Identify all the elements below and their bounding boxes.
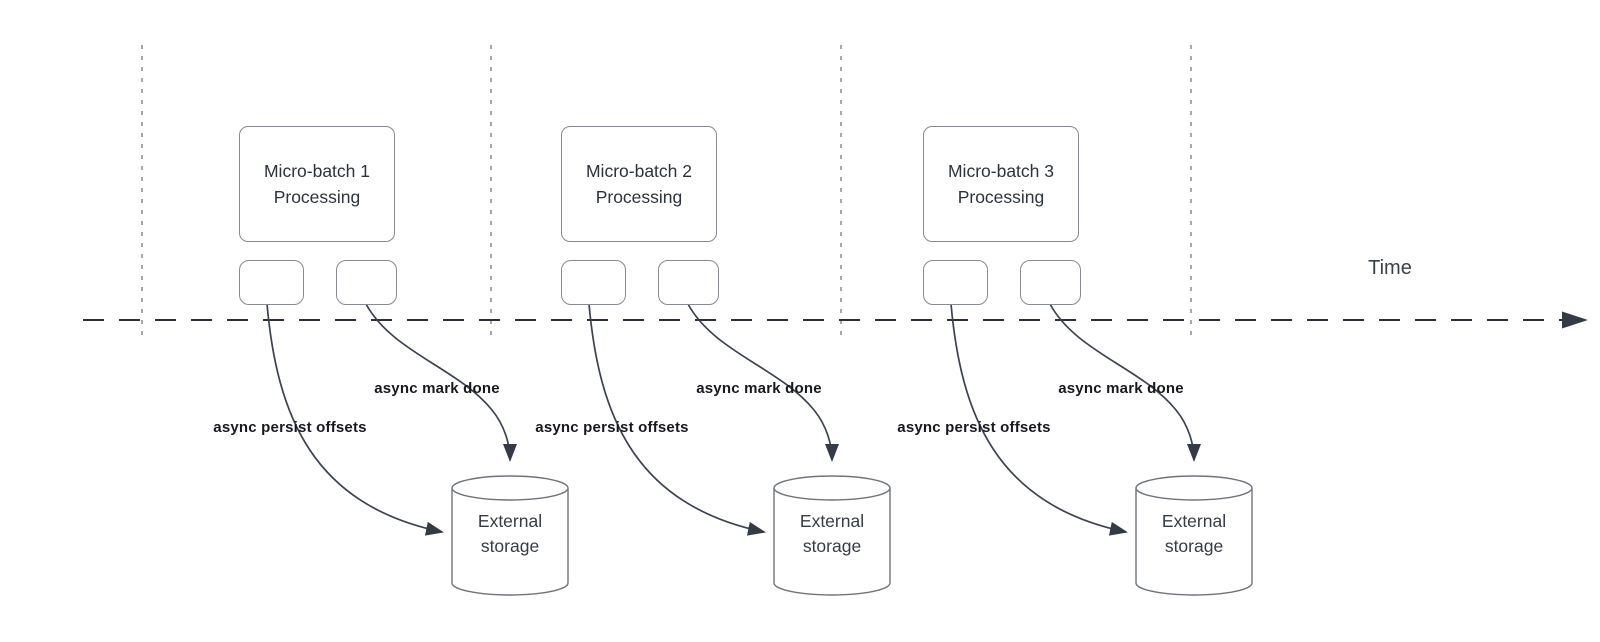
persist-offsets-arrow-3 xyxy=(950,303,1128,536)
external-storage-cylinder-top-1 xyxy=(451,475,569,501)
persist-offsets-arrow-1 xyxy=(266,303,444,536)
external-storage-cylinder-top-3 xyxy=(1135,475,1253,501)
mark-done-arrow-1 xyxy=(365,303,517,462)
offset-task-box-3 xyxy=(923,260,988,305)
async-persist-offsets-label-3: async persist offsets xyxy=(897,419,1051,436)
async-mark-done-label-3: async mark done xyxy=(1058,380,1184,397)
external-storage-cylinder-body-3 xyxy=(1135,488,1253,596)
external-storage-cylinder-body-2 xyxy=(773,488,891,596)
micro-batch-1-processing-box: Micro-batch 1 Processing xyxy=(239,126,395,242)
time-axis-arrowhead-icon xyxy=(1562,311,1588,329)
group-3-shapes xyxy=(950,303,1253,596)
external-storage-cylinder-top-2 xyxy=(773,475,891,501)
offset-task-box-1 xyxy=(239,260,304,305)
group-1-shapes xyxy=(266,303,569,596)
async-persist-offsets-label-2: async persist offsets xyxy=(535,419,689,436)
mark-done-arrow-3 xyxy=(1049,303,1201,462)
external-storage-label-3: External storage xyxy=(1161,511,1227,556)
async-persist-offsets-label-1: async persist offsets xyxy=(213,419,367,436)
time-axis-label: Time xyxy=(1368,257,1412,279)
mark-done-arrow-2 xyxy=(687,303,839,462)
mark-done-task-box-1 xyxy=(336,260,397,305)
external-storage-label-1: External storage xyxy=(477,511,543,556)
external-storage-cylinder-body-1 xyxy=(451,488,569,596)
micro-batch-2-processing-box: Micro-batch 2 Processing xyxy=(561,126,717,242)
group-2-shapes xyxy=(588,303,891,596)
offset-task-box-2 xyxy=(561,260,626,305)
micro-batch-3-processing-box: Micro-batch 3 Processing xyxy=(923,126,1079,242)
mark-done-task-box-2 xyxy=(658,260,719,305)
persist-offsets-arrow-2 xyxy=(588,303,766,536)
async-mark-done-label-1: async mark done xyxy=(374,380,500,397)
external-storage-label-2: External storage xyxy=(799,511,865,556)
async-mark-done-label-2: async mark done xyxy=(696,380,822,397)
mark-done-task-box-3 xyxy=(1020,260,1081,305)
